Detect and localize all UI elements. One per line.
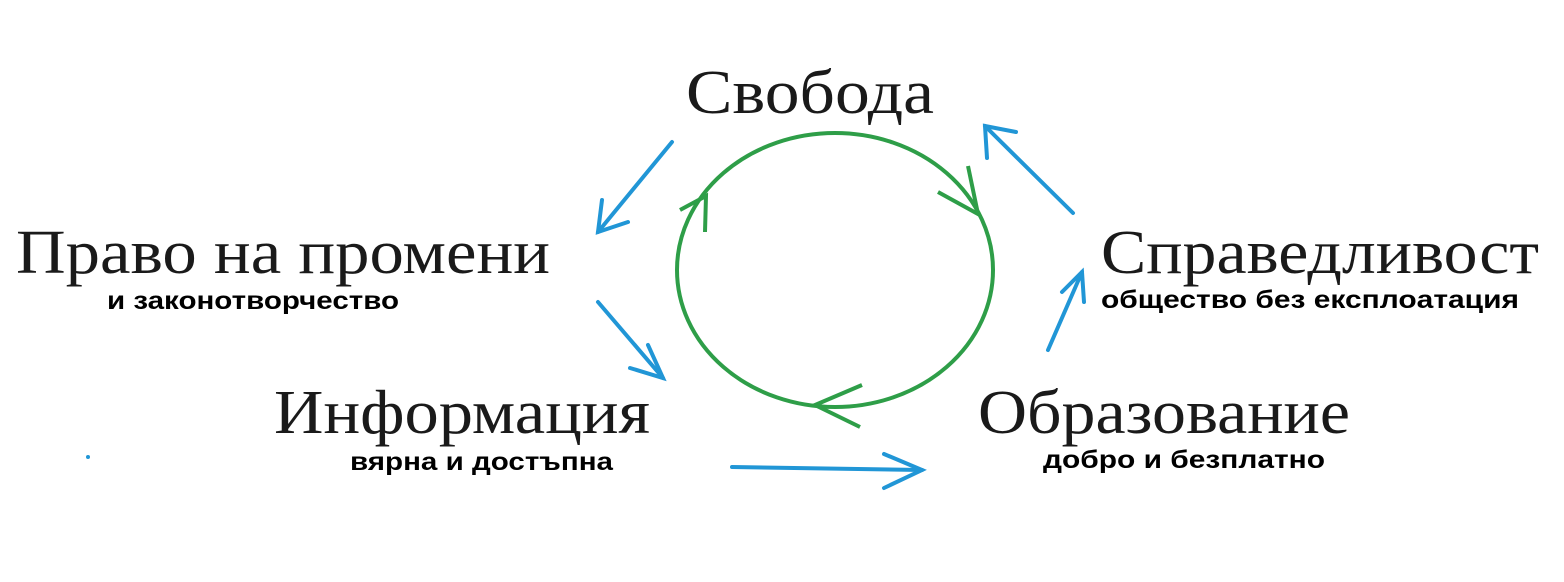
arrow-freedom-to-right	[596, 140, 674, 234]
arrow-head	[982, 123, 1018, 160]
node-justice-subtitle: общество без експлоатация	[1101, 286, 1519, 314]
node-right-to-change-title: Право на промени	[16, 219, 550, 287]
arrow-head	[1060, 267, 1086, 304]
cycle-ring	[675, 131, 995, 409]
cycle-arrowhead-right	[937, 165, 981, 218]
arrow-head	[628, 343, 667, 382]
arrow-right-to-information	[596, 300, 665, 380]
arrow-information-to-education	[730, 465, 924, 472]
arrow-education-to-justice	[1046, 270, 1084, 352]
arrow-head	[882, 452, 927, 490]
node-right-to-change-subtitle: и законотворчество	[107, 287, 399, 315]
node-information-subtitle: вярна и достъпна	[350, 448, 614, 476]
node-freedom-title: Свобода	[686, 59, 934, 127]
arrow-justice-to-freedom	[983, 124, 1075, 215]
cycle-arrowhead-top-left	[679, 192, 709, 233]
node-justice-title: Справедливост	[1101, 219, 1539, 287]
node-information-title: Информация	[274, 379, 650, 447]
stray-dot	[86, 455, 90, 459]
node-education-subtitle: добро и безплатно	[1043, 446, 1325, 474]
node-education-title: Образование	[978, 379, 1350, 447]
arrow-head	[595, 198, 630, 235]
cycle-arrowhead-bottom	[810, 383, 863, 429]
